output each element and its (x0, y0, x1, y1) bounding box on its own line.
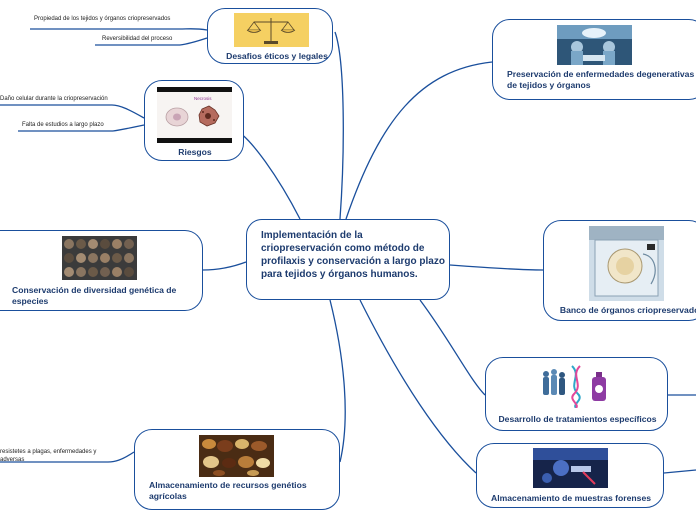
leaf-dano: Daño celular durante la criopreservación (0, 96, 108, 102)
leaf-reversibilidad: Reversibilidad del proceso (102, 36, 173, 42)
scales-icon (234, 13, 309, 47)
central-topic-label: Implementación de la criopreservación co… (261, 230, 445, 280)
dna-people-icon (540, 362, 615, 408)
branch-agricolas-label: Almacenamiento de recursos genétios agrí… (149, 480, 307, 501)
leaf-resistentes-2: adversas (0, 457, 25, 463)
branch-banco-label: Banco de órganos criopreservados (559, 305, 696, 315)
leaf-falta: Falta de estudios a largo plazo (22, 122, 104, 128)
branch-tratamientos-label: Desarrollo de tratamientos específicos (498, 414, 657, 424)
branch-riesgos-label: Riesgos (178, 147, 212, 157)
cells-icon: Necrosis (157, 87, 232, 143)
organ-bag-icon (589, 226, 664, 301)
branch-conservacion-label: Conservación de diversidad genética de e… (12, 285, 177, 306)
surgery-icon (557, 25, 632, 65)
forensic-lab-icon (533, 448, 608, 488)
branch-forenses-label: Almacenamiento de muestras forenses (491, 493, 651, 503)
branch-preservacion[interactable]: Preservación de enfermedades degenerativ… (492, 19, 696, 100)
leaf-resistentes-1: resistetes a plagas, enfermedades y (0, 449, 97, 455)
branch-desafios[interactable]: Desafios éticos y legales (207, 8, 333, 64)
branch-tratamientos[interactable]: Desarrollo de tratamientos específicos (485, 357, 668, 431)
branch-desafios-label: Desafios éticos y legales (226, 51, 328, 61)
branch-banco[interactable]: Banco de órganos criopreservados (543, 220, 696, 321)
branch-forenses[interactable]: Almacenamiento de muestras forenses (476, 443, 664, 508)
branch-agricolas[interactable]: Almacenamiento de recursos genétios agrí… (134, 429, 340, 510)
cells-caption: Necrosis (194, 96, 212, 101)
seeds-icon (199, 435, 274, 477)
central-topic[interactable]: Implementación de la criopreservación co… (246, 219, 450, 300)
leaf-propiedad: Propiedad de los tejidos y órganos criop… (34, 16, 171, 22)
primates-icon (62, 236, 137, 280)
branch-conservacion[interactable]: Conservación de diversidad genética de e… (0, 230, 203, 311)
branch-riesgos[interactable]: Necrosis Riesgos (144, 80, 244, 161)
branch-preservacion-label: Preservación de enfermedades degenerativ… (507, 69, 695, 90)
